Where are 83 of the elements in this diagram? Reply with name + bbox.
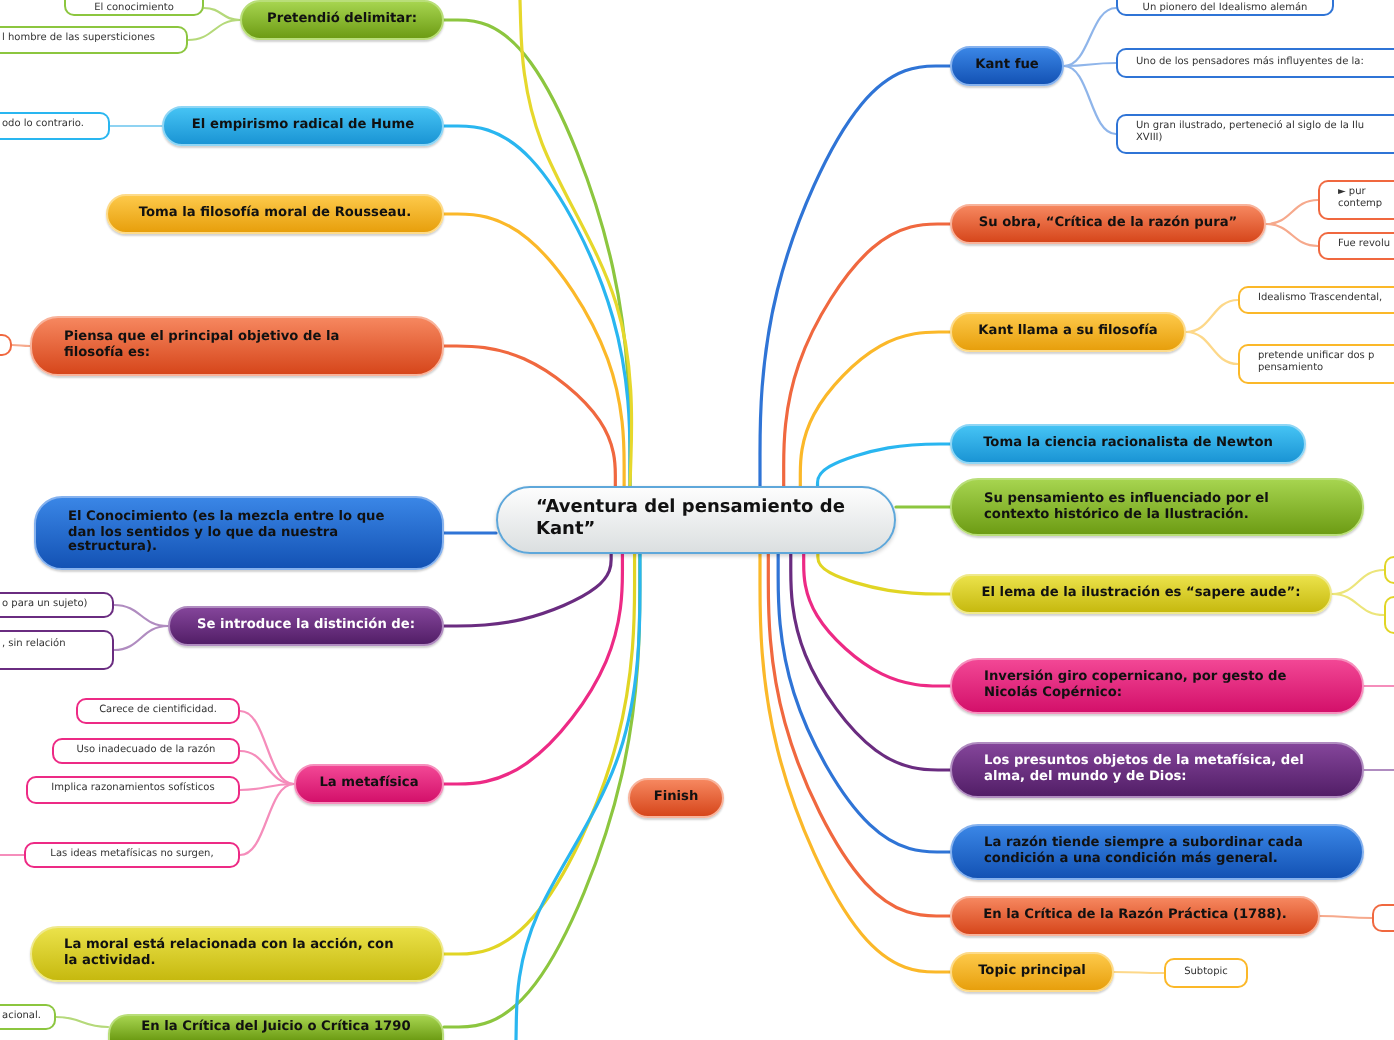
branch-line	[1330, 592, 1386, 617]
main-topic-node	[950, 424, 1306, 464]
subtopic-node	[1116, 114, 1394, 154]
main-topic-node	[34, 496, 444, 570]
branch-line	[442, 552, 613, 628]
main-topic-node	[950, 742, 1364, 798]
branch-line	[186, 18, 242, 42]
subtopic-node	[1164, 958, 1248, 988]
main-topic-node	[30, 316, 444, 376]
main-topic-node	[106, 194, 444, 234]
branch-line	[518, 0, 634, 488]
branch-line	[758, 552, 952, 974]
branch-line	[238, 709, 296, 786]
branch-line	[10, 343, 32, 348]
branch-line	[1112, 970, 1166, 975]
main-topic-node	[950, 312, 1186, 352]
branch-line	[816, 552, 952, 596]
subtopic-node	[0, 26, 188, 54]
branch-line	[442, 212, 626, 488]
branch-line	[54, 1015, 110, 1029]
branch-line	[1184, 330, 1240, 366]
branch-line	[815, 442, 952, 488]
branch-line	[442, 124, 632, 488]
subtopic-node	[1116, 0, 1334, 16]
branch-line	[798, 330, 952, 488]
branch-line	[442, 531, 498, 535]
branch-line	[1264, 222, 1320, 248]
branch-line	[776, 552, 952, 854]
branch-line	[1362, 684, 1394, 688]
branch-line	[789, 552, 952, 772]
main-topic-node	[294, 764, 444, 804]
main-topic-node	[168, 606, 444, 646]
central-topic-label: “Aventura del pensamiento de Kant”	[536, 498, 847, 542]
branch-line	[1062, 64, 1118, 136]
subtopic-node	[64, 0, 204, 16]
branch-line	[112, 624, 170, 652]
branch-line	[238, 782, 296, 792]
subtopic-node	[24, 842, 240, 868]
main-topic-node	[950, 824, 1364, 880]
branch-line	[442, 344, 617, 488]
subtopic-node	[52, 738, 240, 764]
branch-line	[0, 853, 26, 857]
subtopic-node	[1116, 48, 1394, 78]
branch-line	[238, 782, 296, 857]
branch-line	[802, 552, 952, 688]
main-topic-node	[950, 658, 1364, 714]
main-topic-node	[950, 204, 1266, 244]
central-topic-node	[496, 486, 896, 554]
subtopic-node	[0, 1004, 56, 1030]
subtopic-node	[76, 698, 240, 724]
subtopic-node	[1318, 232, 1394, 260]
main-topic-node	[30, 926, 444, 982]
subtopic-node	[1372, 904, 1394, 932]
subtopic-node	[0, 112, 110, 140]
main-topic-node	[950, 574, 1332, 614]
branch-line	[1062, 6, 1118, 68]
branch-line	[514, 552, 642, 1040]
main-topic-node	[162, 106, 444, 146]
main-topic-node	[950, 952, 1114, 992]
subtopic-node	[1318, 180, 1394, 220]
main-topic-node	[950, 896, 1320, 936]
branch-line	[894, 505, 952, 509]
subtopic-node	[0, 334, 12, 356]
subtopic-node	[26, 776, 240, 804]
branch-line	[108, 124, 164, 128]
main-topic-node	[628, 778, 724, 818]
subtopic-node	[1238, 344, 1394, 384]
subtopic-node	[1238, 286, 1394, 314]
branch-line	[766, 552, 952, 918]
branch-line	[1184, 298, 1240, 334]
branch-line	[1062, 61, 1118, 68]
main-topic-node	[108, 1014, 444, 1040]
main-topic-node	[950, 46, 1064, 86]
branch-line	[758, 64, 952, 488]
main-topic-node	[240, 0, 444, 40]
branch-line	[1318, 914, 1374, 920]
branch-line	[442, 552, 637, 956]
branch-line	[442, 552, 625, 786]
main-topic-node	[950, 478, 1364, 536]
branch-line	[1362, 768, 1394, 772]
subtopic-node	[0, 630, 114, 670]
subtopic-node	[0, 592, 114, 618]
branch-line	[782, 222, 952, 488]
